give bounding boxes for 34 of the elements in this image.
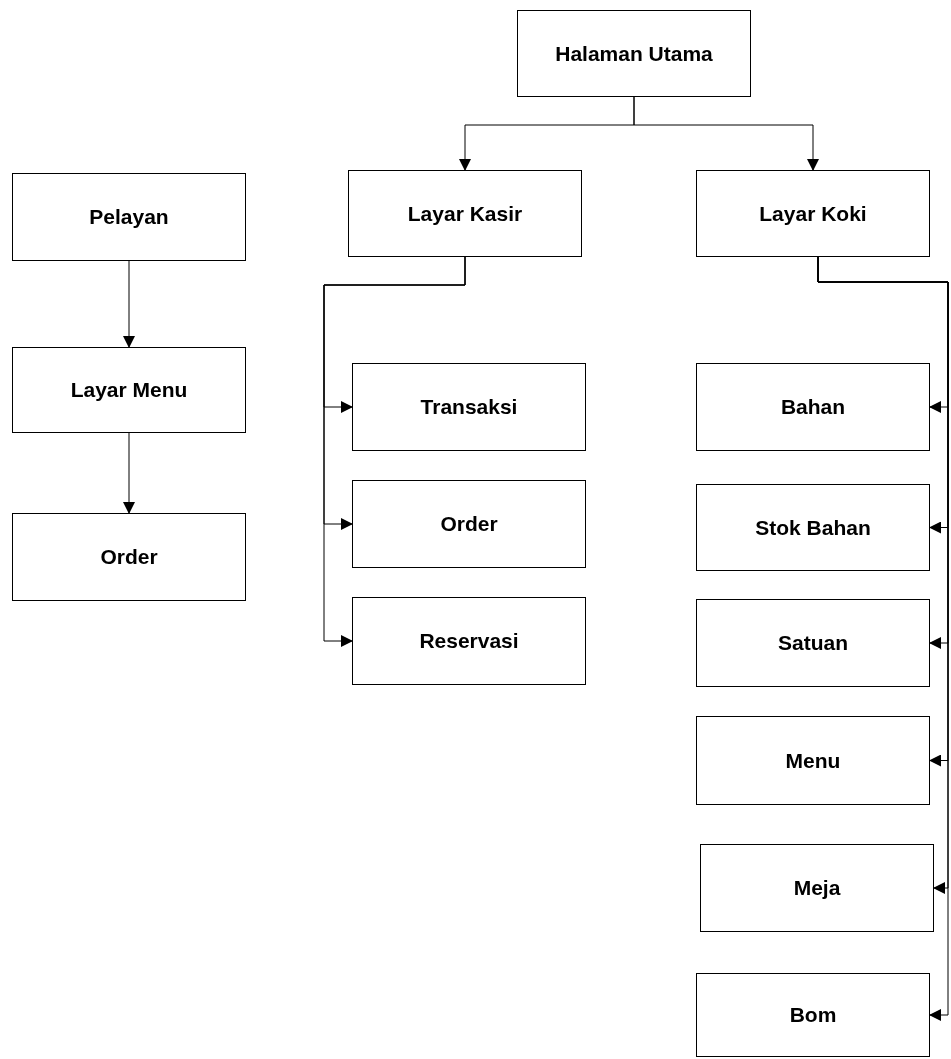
box-label: Layar Koki: [759, 201, 867, 226]
menu-box: [12, 347, 246, 433]
box-label: Order: [100, 545, 158, 569]
menu-box: [700, 844, 934, 932]
menu-box: [696, 363, 930, 451]
box-label: Satuan: [778, 631, 848, 655]
box-label: Transaksi: [420, 395, 518, 419]
box-label: Order: [440, 512, 498, 536]
menu-box: [696, 170, 930, 257]
box-label: Reservasi: [419, 629, 519, 653]
box-label: Bahan: [780, 395, 846, 419]
menu-box: [352, 597, 586, 685]
box-label: Layar Kasir: [407, 201, 523, 226]
connector-arrow: [633, 96, 819, 171]
menu-box: [517, 10, 751, 97]
box-label: Meja: [793, 876, 841, 900]
box-label: Menu: [785, 748, 841, 773]
box-label: Stok Bahan: [755, 515, 871, 540]
menu-box: [12, 173, 246, 261]
menu-box: [696, 599, 930, 687]
connector-arrow: [123, 260, 135, 348]
connector-arrow: [323, 256, 466, 647]
box-label: Pelayan: [89, 205, 169, 229]
menu-box: [348, 170, 582, 257]
menu-box: [696, 716, 930, 805]
box-label: Layar Menu: [70, 378, 188, 402]
box-label: Halaman Utama: [555, 41, 713, 66]
menu-box: [696, 973, 930, 1057]
box-label: Bom: [789, 1003, 837, 1027]
menu-box: [352, 363, 586, 451]
menu-box: [12, 513, 246, 601]
menu-box: [696, 484, 930, 571]
menu-box: [352, 480, 586, 568]
connector-arrow: [123, 432, 135, 514]
